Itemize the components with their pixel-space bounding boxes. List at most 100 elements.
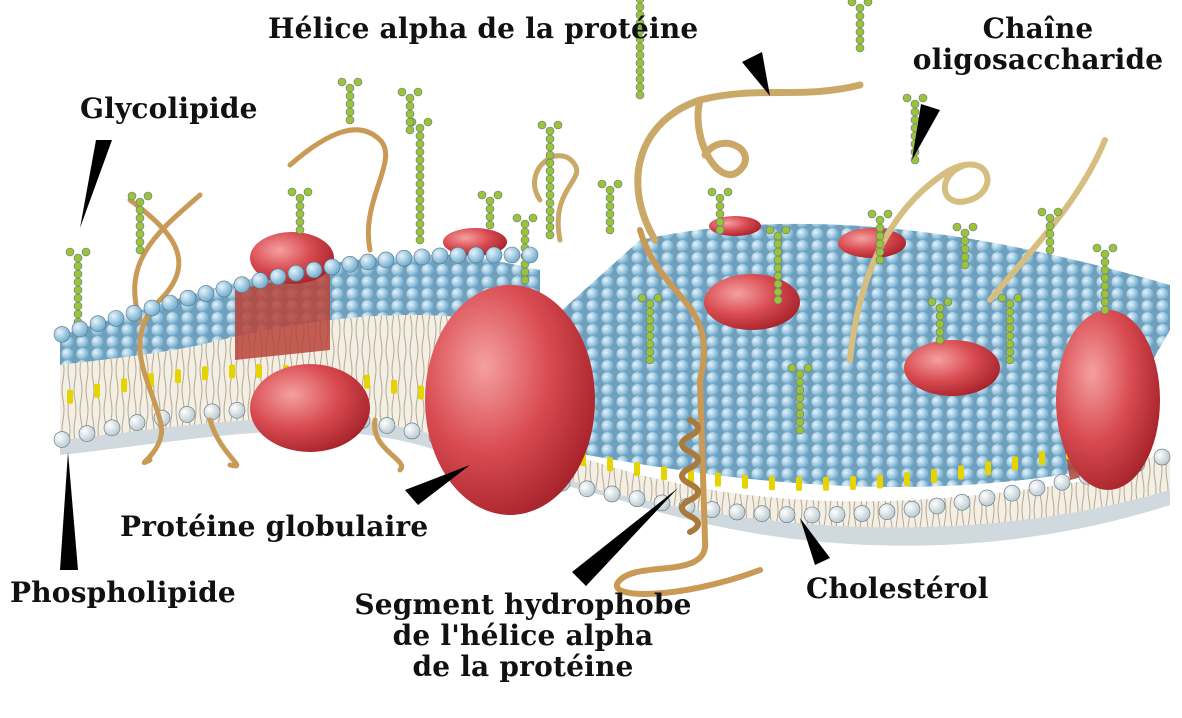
- phospholipid-head-upper: [522, 247, 538, 263]
- sugar-unit: [416, 236, 424, 244]
- pointer-glycolipid: [80, 140, 112, 228]
- phospholipid-head-lower: [929, 498, 945, 514]
- sugar-unit: [406, 102, 414, 110]
- cholesterol-molecule: [877, 474, 883, 488]
- sugar-unit: [774, 272, 782, 280]
- sugar-unit: [416, 180, 424, 188]
- phospholipid-head-upper: [198, 285, 214, 301]
- sugar-unit: [416, 204, 424, 212]
- sugar-unit: [1006, 340, 1014, 348]
- sugar-unit: [876, 248, 884, 256]
- sugar-unit: [288, 188, 296, 196]
- sugar-unit: [546, 151, 554, 159]
- sugar-unit: [538, 121, 546, 129]
- sugar-unit: [636, 67, 644, 75]
- sugar-unit: [521, 268, 529, 276]
- sugar-unit: [1046, 238, 1054, 246]
- sugar-unit: [346, 116, 354, 124]
- sugar-unit: [646, 308, 654, 316]
- sugar-unit: [1014, 294, 1022, 302]
- phospholipid-head-lower: [179, 406, 195, 422]
- cholesterol-molecule: [418, 386, 424, 400]
- sugar-unit: [636, 91, 644, 99]
- cholesterol-molecule: [904, 472, 910, 486]
- sugar-unit: [936, 320, 944, 328]
- sugar-unit: [774, 232, 782, 240]
- sugar-unit: [944, 298, 952, 306]
- sugar-unit: [74, 302, 82, 310]
- cholesterol-molecule: [391, 380, 397, 394]
- sugar-unit: [546, 231, 554, 239]
- phospholipid-head-upper: [468, 247, 484, 263]
- sugar-unit: [416, 140, 424, 148]
- sugar-unit: [606, 218, 614, 226]
- phospholipid-head-upper: [450, 247, 466, 263]
- sugar-unit: [774, 296, 782, 304]
- label-globular-protein: Protéine globulaire: [120, 512, 428, 543]
- sugar-unit: [716, 202, 724, 210]
- sugar-unit: [136, 222, 144, 230]
- phospholipid-head-upper: [306, 262, 322, 278]
- sugar-unit: [928, 298, 936, 306]
- sugar-unit: [338, 78, 346, 86]
- sugar-unit: [606, 210, 614, 218]
- label-oligosaccharide-line2: oligosaccharide: [898, 45, 1178, 76]
- label-hydrophobic-line3: de la protéine: [318, 652, 728, 683]
- phospholipid-head-lower: [104, 420, 120, 436]
- sugar-unit: [296, 218, 304, 226]
- phospholipid-head-lower: [879, 504, 895, 520]
- sugar-unit: [136, 198, 144, 206]
- sugar-unit: [406, 126, 414, 134]
- sugar-unit: [1054, 208, 1062, 216]
- phospholipid-head-lower: [129, 415, 145, 431]
- phospholipid-head-lower: [1054, 474, 1070, 490]
- sugar-unit: [546, 167, 554, 175]
- sugar-unit: [856, 28, 864, 36]
- sugar-unit: [416, 124, 424, 132]
- sugar-unit: [1038, 208, 1046, 216]
- sugar-unit: [961, 245, 969, 253]
- sugar-unit: [1101, 274, 1109, 282]
- sugar-unit: [74, 294, 82, 302]
- label-hydrophobic-segment: Segment hydrophobe de l'hélice alpha de …: [318, 590, 728, 682]
- phospholipid-head-lower: [604, 486, 620, 502]
- sugar-unit: [953, 223, 961, 231]
- cholesterol-molecule: [769, 476, 775, 490]
- sugar-unit: [406, 118, 414, 126]
- sugar-unit: [1101, 306, 1109, 314]
- phospholipid-head-lower: [579, 481, 595, 497]
- sugar-unit: [606, 186, 614, 194]
- phospholipid-head-upper: [162, 295, 178, 311]
- sugar-unit: [1046, 230, 1054, 238]
- phospholipid-head-lower: [729, 504, 745, 520]
- cholesterol-molecule: [985, 461, 991, 475]
- sugar-unit: [74, 262, 82, 270]
- phospholipid-head-lower: [1029, 480, 1045, 496]
- cholesterol-molecule: [661, 466, 667, 480]
- sugar-unit: [424, 118, 432, 126]
- sugar-unit: [796, 426, 804, 434]
- sugar-unit: [636, 3, 644, 11]
- sugar-unit: [1006, 356, 1014, 364]
- sugar-unit: [354, 78, 362, 86]
- sugar-unit: [636, 0, 644, 3]
- phospholipid-head-upper: [342, 256, 358, 272]
- sugar-unit: [546, 183, 554, 191]
- sugar-unit: [766, 226, 774, 234]
- protein-surface-4: [904, 340, 1000, 396]
- sugar-unit: [848, 0, 856, 6]
- sugar-unit: [716, 218, 724, 226]
- phospholipid-head-lower: [804, 507, 820, 523]
- sugar-unit: [636, 51, 644, 59]
- sugar-unit: [998, 294, 1006, 302]
- phospholipid-head-lower: [1154, 449, 1170, 465]
- phospholipid-head-lower: [754, 506, 770, 522]
- sugar-unit: [716, 226, 724, 234]
- sugar-unit: [911, 100, 919, 108]
- sugar-unit: [416, 196, 424, 204]
- sugar-unit: [529, 214, 537, 222]
- sugar-unit: [876, 232, 884, 240]
- phospholipid-head-upper: [72, 321, 88, 337]
- sugar-unit: [876, 240, 884, 248]
